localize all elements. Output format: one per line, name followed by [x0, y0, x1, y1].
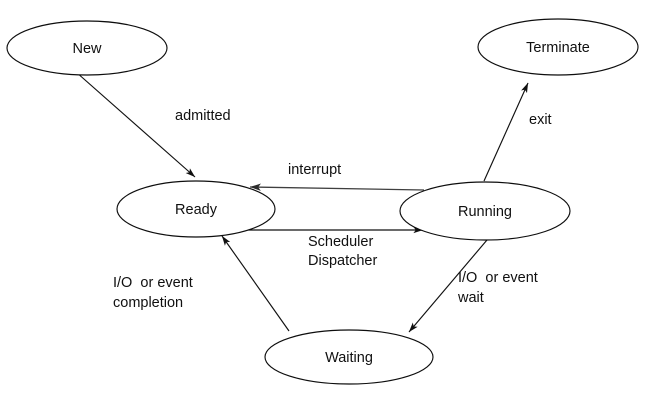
node-ready[interactable]: Ready: [116, 180, 276, 238]
edge-running-to-terminate-line: [483, 82, 529, 182]
node-new-ellipse[interactable]: [6, 20, 168, 76]
node-waiting-ellipse[interactable]: [264, 329, 434, 385]
edge-label-io-event-wait-line2: wait: [457, 290, 484, 306]
edge-label-interrupt: interrupt: [288, 162, 341, 178]
edge-label-scheduler: Scheduler: [308, 234, 373, 250]
edge-label-io-event-completion-line2: completion: [113, 295, 183, 311]
node-terminate-ellipse[interactable]: [477, 18, 639, 76]
edge-new-to-ready-line: [75, 71, 196, 178]
node-new-label: New: [72, 41, 102, 57]
node-waiting-label: Waiting: [325, 350, 373, 366]
node-new[interactable]: New: [6, 20, 168, 76]
edge-running-to-terminate: [483, 82, 529, 182]
node-waiting[interactable]: Waiting: [264, 329, 434, 385]
node-terminate[interactable]: Terminate: [477, 18, 639, 76]
edge-waiting-to-ready: [221, 235, 290, 332]
node-ready-ellipse[interactable]: [116, 180, 276, 238]
edge-running-to-waiting-line: [408, 239, 488, 333]
edge-label-dispatcher: Dispatcher: [308, 253, 377, 269]
edge-label-admitted: admitted: [175, 108, 231, 124]
edge-running-to-ready: [249, 183, 425, 191]
edge-new-to-ready: [75, 71, 196, 178]
edge-label-io-event-wait-line1: I/O or event: [458, 270, 538, 286]
edge-label-exit: exit: [529, 112, 552, 128]
node-running-label: Running: [458, 204, 512, 220]
edge-waiting-to-ready-line: [221, 235, 290, 332]
edge-running-to-waiting: [408, 239, 488, 333]
edge-label-io-event-completion-line1: I/O or event: [113, 275, 193, 291]
edge-running-to-ready-line: [249, 183, 425, 191]
node-ready-label: Ready: [175, 202, 218, 218]
node-running[interactable]: Running: [399, 181, 571, 241]
node-terminate-label: Terminate: [526, 40, 590, 56]
node-running-ellipse[interactable]: [399, 181, 571, 241]
